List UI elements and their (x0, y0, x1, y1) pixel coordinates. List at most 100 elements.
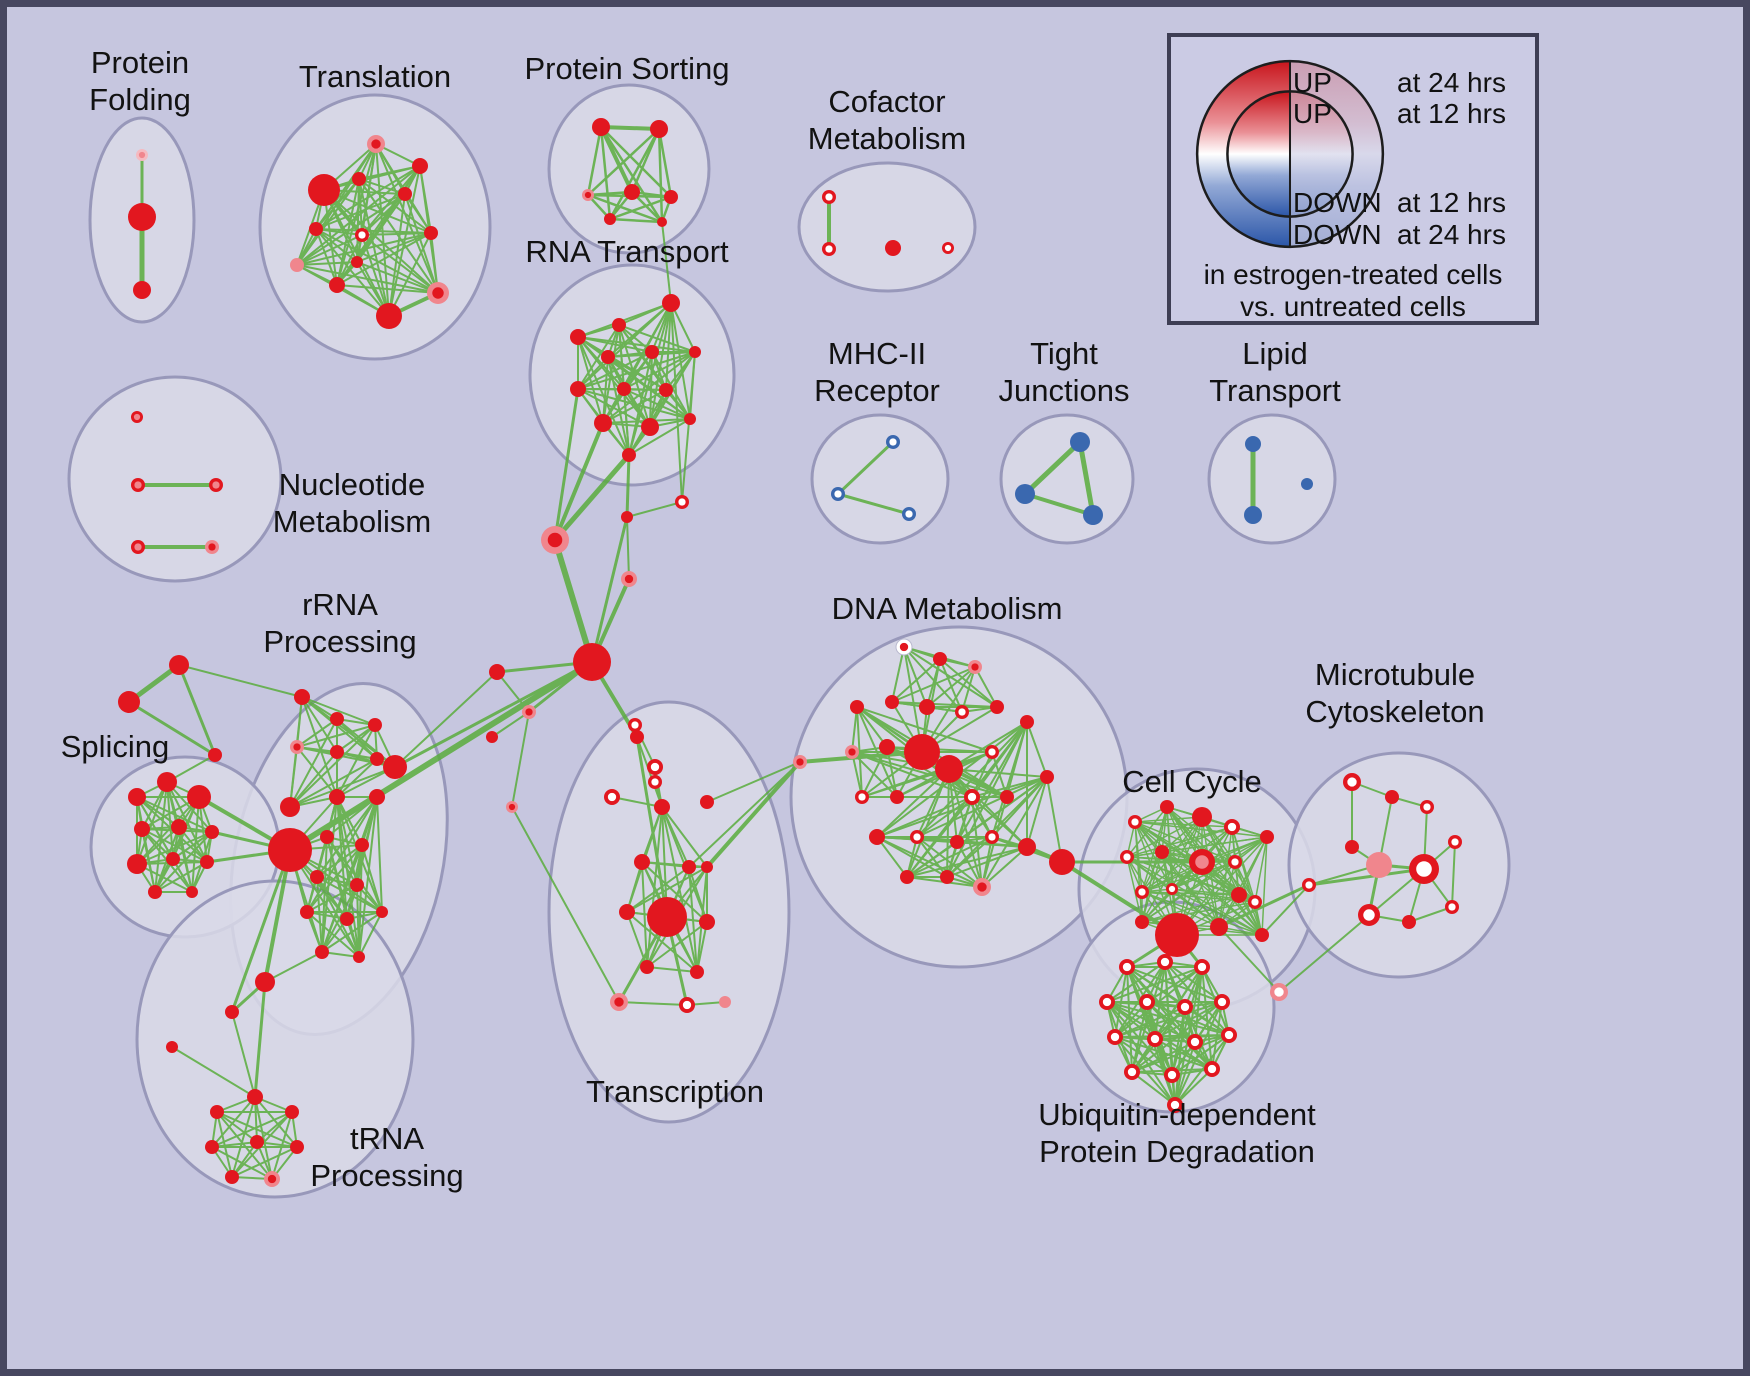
gene-node-center (905, 510, 913, 518)
gene-node (412, 158, 428, 174)
edge (861, 746, 888, 798)
edge (1026, 776, 1048, 848)
edge (906, 846, 1028, 878)
gene-node (919, 699, 935, 715)
edge (1278, 868, 1425, 993)
gene-node (330, 712, 344, 726)
edge (289, 766, 396, 808)
edge (577, 351, 696, 390)
edge (404, 193, 432, 234)
cluster-label-nucleotide-metabolism: Nucleotide (279, 467, 425, 502)
edge (1131, 1071, 1176, 1106)
edge (301, 696, 338, 753)
gene-node-center (614, 997, 624, 1007)
legend-up-24-level: UP (1293, 67, 1332, 98)
gene-node (128, 788, 146, 806)
edge (336, 724, 376, 753)
gene-node-center (977, 882, 987, 892)
edge (1161, 826, 1233, 853)
edge (552, 452, 632, 543)
gene-node-center (624, 574, 634, 584)
cluster-label-tight-junctions: Tight (1030, 336, 1098, 371)
gene-node-center (825, 245, 833, 253)
edge (1231, 826, 1263, 936)
gene-node-center (1168, 885, 1176, 893)
cluster-label-microtubule-cytoskeleton: Microtubule (1315, 657, 1475, 692)
edge (1022, 439, 1083, 497)
edge (264, 951, 323, 983)
edge (1141, 901, 1256, 923)
legend-row-up-12: UP at 12 hrs (1293, 98, 1537, 130)
gene-node-center (208, 543, 216, 551)
gene-node (990, 700, 1004, 714)
edge (641, 861, 708, 923)
edge (1126, 826, 1233, 858)
edge (1023, 492, 1095, 517)
edge (136, 831, 213, 865)
gene-node (329, 789, 345, 805)
edge (628, 351, 696, 456)
gene-node-center (650, 762, 660, 772)
gene-node-center (913, 833, 921, 841)
gene-node (619, 904, 635, 920)
cluster-label-rrna-processing: Processing (263, 624, 416, 659)
legend-up-24-time: at 24 hrs (1397, 67, 1506, 98)
gene-node (573, 643, 611, 681)
edge (361, 232, 432, 236)
edge (375, 143, 439, 294)
edge (611, 796, 663, 808)
gene-node (350, 878, 364, 892)
cluster-ellipse-mhc-ii-receptor (810, 413, 950, 545)
gene-node (1210, 918, 1228, 936)
gene-node (1255, 928, 1269, 942)
cluster-label-transcription: Transcription (586, 1074, 764, 1109)
gene-node (657, 217, 667, 227)
gene-node-center (607, 792, 617, 802)
gene-node (166, 1041, 178, 1053)
cluster-label-dna-metabolism: DNA Metabolism (832, 591, 1063, 626)
legend-up-12-level: UP (1293, 98, 1332, 129)
edge (916, 721, 1028, 838)
gene-node (330, 745, 344, 759)
edge (177, 663, 217, 757)
edge (231, 1146, 298, 1178)
edge (1141, 861, 1236, 893)
edge (315, 193, 406, 230)
edge (1141, 891, 1220, 928)
edge (1141, 851, 1163, 893)
edge (419, 165, 432, 234)
edge (296, 718, 338, 748)
cluster-ellipse-microtubule-cytoskeleton (1287, 751, 1511, 979)
gene-node (383, 755, 407, 779)
edge (321, 911, 383, 953)
edge (1171, 1034, 1230, 1076)
edge (388, 193, 406, 317)
gene-node-center (134, 481, 142, 489)
gene-node (690, 965, 704, 979)
edge (315, 228, 432, 234)
gene-node-center (1451, 838, 1459, 846)
gene-node (621, 511, 633, 523)
gene-node (351, 256, 363, 268)
legend-down-12-level: DOWN (1293, 187, 1382, 218)
gene-node (664, 190, 678, 204)
cluster-label-microtubule-cytoskeleton: Cytoskeleton (1305, 694, 1484, 729)
gene-node-center (944, 244, 952, 252)
edge (856, 706, 993, 753)
gene-node-center (848, 748, 856, 756)
gene-node-center (631, 721, 639, 729)
edge (625, 453, 631, 519)
gene-node (601, 350, 615, 364)
edge (315, 165, 421, 230)
edge (358, 796, 378, 958)
edge (1261, 884, 1310, 936)
gene-node (186, 886, 198, 898)
edge (301, 696, 376, 726)
gene-node (1155, 845, 1169, 859)
gene-node (659, 383, 673, 397)
edge (211, 1111, 293, 1148)
cluster-label-ubiquitin-degradation: Protein Degradation (1039, 1134, 1315, 1169)
edge (356, 232, 432, 263)
edge (851, 751, 898, 798)
gene-node (157, 772, 177, 792)
